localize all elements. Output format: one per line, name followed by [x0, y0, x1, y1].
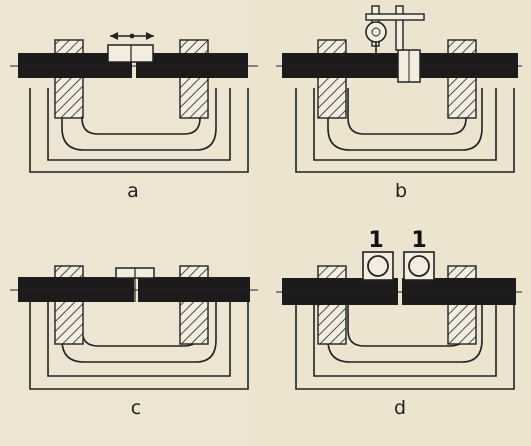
channel-rim-d	[327, 297, 483, 363]
housing-outline-b	[295, 88, 515, 173]
panel-d: 1 1 d	[276, 228, 522, 419]
bearing-block-left-a	[54, 39, 84, 119]
panel-b: b	[276, 5, 522, 202]
panel-label-b: b	[395, 180, 407, 202]
panel-c: c	[10, 265, 258, 419]
panel-label-d: d	[394, 397, 406, 419]
inner-channel-b	[347, 88, 467, 135]
gauge-block-2-icon	[403, 251, 435, 281]
housing-outline-c	[29, 297, 249, 390]
gauge-block-1-icon	[362, 251, 394, 281]
dial-indicator-icon	[365, 5, 425, 53]
housing-outline-a	[29, 88, 249, 173]
channel-rim-a	[61, 88, 217, 151]
panel-label-a: a	[127, 180, 139, 202]
callout-number-1: 1	[368, 228, 383, 253]
callout-number-2: 1	[411, 228, 426, 253]
bearing-block-right-b	[447, 39, 477, 119]
housing-outline-d	[295, 297, 515, 390]
channel-rim-b	[327, 88, 483, 151]
bearing-block-left-b	[317, 39, 347, 119]
double-arrow-icon	[110, 32, 154, 40]
panel-label-c: c	[131, 397, 141, 419]
channel-rim-c	[61, 297, 217, 363]
bearing-block-right-a	[179, 39, 209, 119]
inner-channel-a	[81, 88, 201, 135]
panel-a: a	[10, 32, 258, 202]
